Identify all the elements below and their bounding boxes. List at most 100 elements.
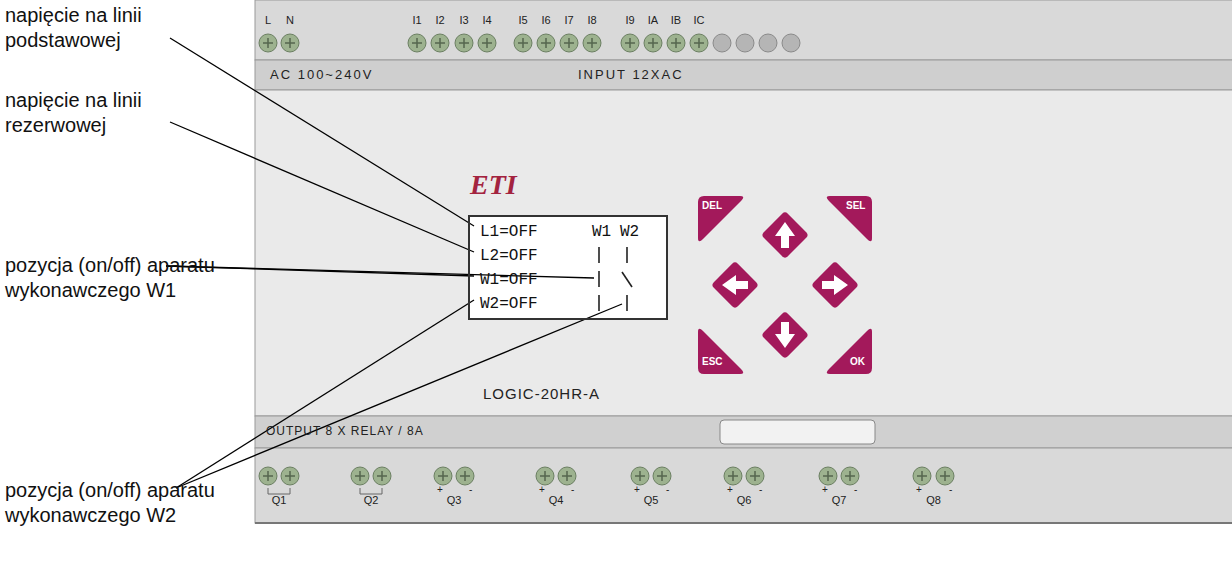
terminal-screw <box>644 34 662 52</box>
screw-slot <box>377 471 387 481</box>
screw-slot <box>917 471 927 481</box>
terminal-label: I9 <box>625 14 634 27</box>
screw-slot <box>823 471 833 481</box>
terminal-screw <box>631 467 649 485</box>
leader-lines <box>166 38 622 488</box>
screw-slot <box>671 38 681 48</box>
key-label: ESC <box>702 356 723 368</box>
terminal-label: IB <box>671 14 681 27</box>
relay-contact-mark <box>360 488 382 494</box>
polarity-sign: - <box>949 484 952 496</box>
terminal-screw <box>456 467 474 485</box>
lcd-text: W1 <box>592 222 611 242</box>
terminal-label: Q3 <box>447 494 462 507</box>
terminal-screw <box>536 467 554 485</box>
key-label: DEL <box>702 200 722 212</box>
function-key: OK <box>824 326 872 374</box>
key-outline <box>827 329 872 374</box>
polarity-sign: - <box>666 484 669 496</box>
screw-slot <box>263 471 273 481</box>
screw-slot <box>263 38 273 48</box>
lcd-text: W1=OFF <box>480 270 538 290</box>
terminal-screw <box>782 34 800 52</box>
device-edge <box>255 522 1232 524</box>
terminal-screw <box>431 34 449 52</box>
key-outline <box>698 329 743 374</box>
terminal-screw <box>478 34 496 52</box>
terminal-screw <box>373 467 391 485</box>
screw-slot <box>541 38 551 48</box>
key-label: SEL <box>846 200 865 212</box>
screw-slot <box>540 471 550 481</box>
screw-slot <box>355 471 365 481</box>
screw-slot <box>482 38 492 48</box>
screw-slot <box>435 38 445 48</box>
terminal-screw <box>819 467 837 485</box>
polarity-sign: + <box>822 484 828 496</box>
lcd-screen <box>468 215 668 320</box>
terminal-screw <box>514 34 532 52</box>
key-label: OK <box>850 356 865 368</box>
terminal-screw <box>913 467 931 485</box>
terminal-label: I5 <box>518 14 527 27</box>
key-outline <box>827 196 872 241</box>
screw-slot <box>587 38 597 48</box>
terminal-screw <box>281 467 299 485</box>
screw-slot <box>694 38 704 48</box>
output-rating: OUTPUT 8 X RELAY / 8A <box>266 424 424 438</box>
terminal-screw <box>259 34 277 52</box>
screw-slot <box>625 38 635 48</box>
terminal-label: I3 <box>459 14 468 27</box>
terminal-screw <box>560 34 578 52</box>
callout-text: pozycja (on/off) aparatu wykonawczego W1 <box>5 253 220 303</box>
screw-slot <box>518 38 528 48</box>
terminal-label: I1 <box>412 14 421 27</box>
key-outline <box>698 196 743 241</box>
terminal-label: Q7 <box>832 494 847 507</box>
switch-symbols <box>599 247 632 311</box>
polarity-sign: - <box>854 484 857 496</box>
terminal-screw <box>713 34 731 52</box>
screw-slot <box>562 471 572 481</box>
terminal-label: IC <box>694 14 705 27</box>
terminal-screw <box>259 467 277 485</box>
polarity-sign: + <box>634 484 640 496</box>
top-terminal-strip <box>255 0 1232 60</box>
terminal-screw <box>690 34 708 52</box>
lcd-text: L2=OFF <box>480 246 538 266</box>
screw-slot <box>845 471 855 481</box>
screw-slot <box>460 471 470 481</box>
supply-rating: AC 100~240V <box>270 67 373 83</box>
terminal-screw <box>434 467 452 485</box>
terminal-screw <box>936 467 954 485</box>
screw-slot <box>285 38 295 48</box>
screw-slot <box>750 471 760 481</box>
terminal-screw <box>759 34 777 52</box>
terminal-screw <box>455 34 473 52</box>
terminal-screw <box>583 34 601 52</box>
callout-text: napięcie na linii rezerwowej <box>5 88 220 138</box>
polarity-sign: + <box>727 484 733 496</box>
terminal-label: I2 <box>435 14 444 27</box>
terminal-screw <box>537 34 555 52</box>
function-key: SEL <box>824 196 872 244</box>
terminal-screw <box>746 467 764 485</box>
terminal-label: IA <box>648 14 658 27</box>
terminal-label: N <box>286 14 294 27</box>
terminal-label: I7 <box>564 14 573 27</box>
lcd-text: W2=OFF <box>480 294 538 314</box>
terminal-screw <box>653 467 671 485</box>
terminal-screw <box>558 467 576 485</box>
label-window <box>720 420 875 444</box>
screw-slot <box>438 471 448 481</box>
screw-slot <box>648 38 658 48</box>
terminal-screw <box>408 34 426 52</box>
terminal-screw <box>667 34 685 52</box>
callout-text: pozycja (on/off) aparatu wykonawczego W2 <box>5 478 220 528</box>
polarity-sign: - <box>759 484 762 496</box>
terminal-label: L <box>265 14 271 27</box>
terminal-screw <box>724 467 742 485</box>
polarity-sign: + <box>916 484 922 496</box>
front-face <box>255 90 1232 416</box>
screw-slot <box>657 471 667 481</box>
